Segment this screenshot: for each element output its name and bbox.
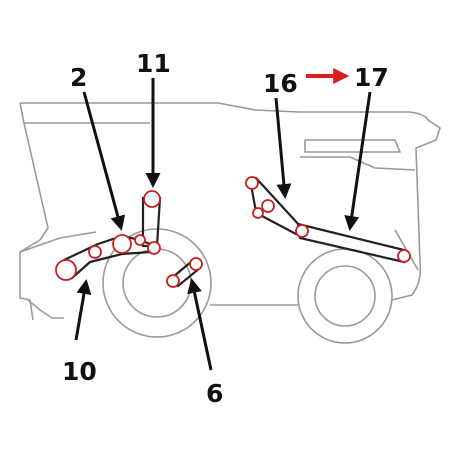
combine-outline — [19, 102, 441, 321]
label-16: 16 — [263, 69, 298, 98]
pulley-feeder-right — [147, 241, 161, 255]
arrow-17 — [344, 91, 372, 231]
pulleys — [55, 176, 411, 288]
belt-17 — [296, 222, 406, 264]
pulley-16-mid — [261, 199, 275, 213]
arrow-16 — [274, 97, 292, 199]
arrow-2 — [82, 91, 126, 231]
pulley-6-lower — [166, 274, 180, 288]
body-outline — [19, 102, 441, 321]
pulley-16-low — [252, 207, 264, 219]
header-feeder — [19, 231, 97, 319]
pulley-6-upper — [189, 257, 203, 271]
pulley-header-left — [55, 259, 77, 281]
pulley-top-11 — [143, 190, 161, 208]
label-17: 17 — [354, 63, 389, 92]
cab-window — [304, 139, 401, 153]
label-10: 10 — [62, 357, 97, 386]
label-6: 6 — [206, 379, 223, 408]
pointer-arrows — [74, 78, 372, 371]
rear-wheel — [297, 248, 393, 344]
belt-16 — [245, 176, 302, 236]
arrow-10 — [74, 279, 92, 341]
pulley-header-mid — [88, 245, 102, 259]
pulley-feeder-main — [112, 234, 132, 254]
label-2: 2 — [70, 63, 87, 92]
pulley-16-top — [245, 176, 259, 190]
label-11: 11 — [136, 49, 171, 78]
unloader-line — [300, 156, 416, 171]
pulley-17-right — [397, 249, 411, 263]
arrow-6 — [187, 278, 213, 371]
pulley-feeder-small — [134, 234, 146, 246]
pulley-17-left — [295, 224, 309, 238]
